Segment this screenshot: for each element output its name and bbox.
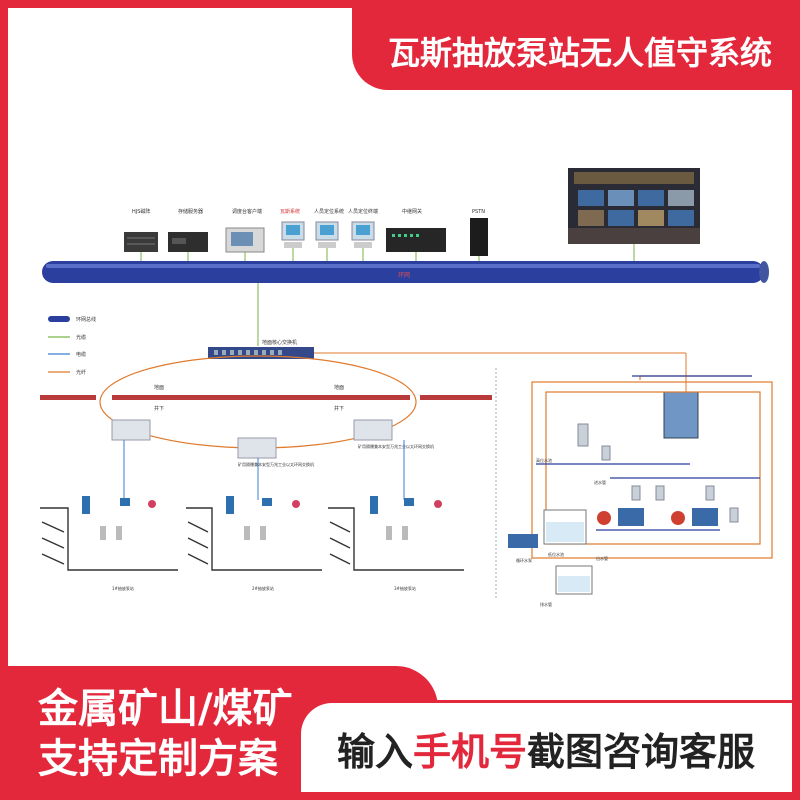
feature-line-2: 支持定制方案 (38, 736, 278, 782)
pump-room-schematic: 高位水池 进水管 低位水池 循环水泵 出水管 排水管 (508, 375, 773, 607)
device-label: 人员定位系统 (314, 208, 344, 215)
device-label: 调度台客户端 (232, 208, 262, 215)
device-label: PSTN (472, 209, 485, 215)
underground-label: 井下 (334, 405, 344, 412)
core-switch-label: 地面核心交换机 (262, 339, 297, 346)
server-icons (124, 218, 488, 256)
device-label: 存储服务器 (178, 208, 203, 215)
pump-label: 循环水泵 (516, 557, 532, 563)
station-label: 1#抽放泵站 (112, 585, 134, 591)
legend-label: 电缆 (76, 351, 86, 358)
ground-label: 地面 (334, 384, 344, 391)
contact-suffix: 截图咨询客服 (527, 730, 756, 774)
ring-switch-label: 矿用隔爆兼本安型万兆工业以太环网交换机 (238, 461, 314, 467)
pump-label: 排水管 (540, 601, 552, 607)
contact-highlight: 手机号 (413, 730, 528, 774)
ring-switches: 矿用隔爆兼本安型万兆工业以太环网交换机 矿用隔爆兼本安型万兆工业以太环网交换机 (111, 419, 434, 467)
pump-stations: 1#抽放泵站 2#抽放泵站 3#抽放泵站 (40, 496, 464, 591)
title-banner: 瓦斯抽放泵站无人值守系统 (352, 8, 792, 90)
ring-bus: 环网 (42, 261, 769, 283)
ring-switch-label: 矿用隔爆兼本安型万兆工业以太环网交换机 (358, 443, 434, 449)
feature-line-1: 金属矿山/煤矿 (38, 686, 293, 732)
legend-label: 光缆 (76, 334, 86, 341)
page-title: 瓦斯抽放泵站无人值守系统 (388, 34, 773, 72)
pump-label: 进水管 (594, 479, 606, 485)
legend-label: 环网总线 (76, 316, 96, 323)
ground-label: 地面 (154, 384, 164, 391)
station-label: 2#抽放泵站 (252, 585, 274, 591)
device-label: 人员定位终端 (348, 208, 378, 215)
video-wall (568, 168, 700, 244)
pump-label: 高位水池 (536, 457, 552, 463)
legend-label: 光纤 (76, 369, 86, 376)
ground-line: 地面 地面 井下 井下 (40, 384, 492, 412)
bus-label: 环网 (398, 272, 410, 279)
contact-prefix: 输入 (337, 730, 414, 774)
underground-label: 井下 (154, 405, 164, 412)
legend: 环网总线 光缆 电缆 光纤 (48, 316, 96, 376)
contact-banner: 输入手机号截图咨询客服 (298, 700, 792, 792)
device-label: 中继网关 (402, 208, 422, 215)
station-label: 3#抽放泵站 (394, 585, 416, 591)
device-label: 瓦斯系统 (280, 208, 300, 215)
device-label: HJS磁阵 (132, 208, 150, 215)
pump-label: 出水管 (596, 555, 608, 561)
pump-label: 低位水池 (548, 551, 564, 557)
contact-text: 输入手机号截图咨询客服 (337, 721, 755, 776)
